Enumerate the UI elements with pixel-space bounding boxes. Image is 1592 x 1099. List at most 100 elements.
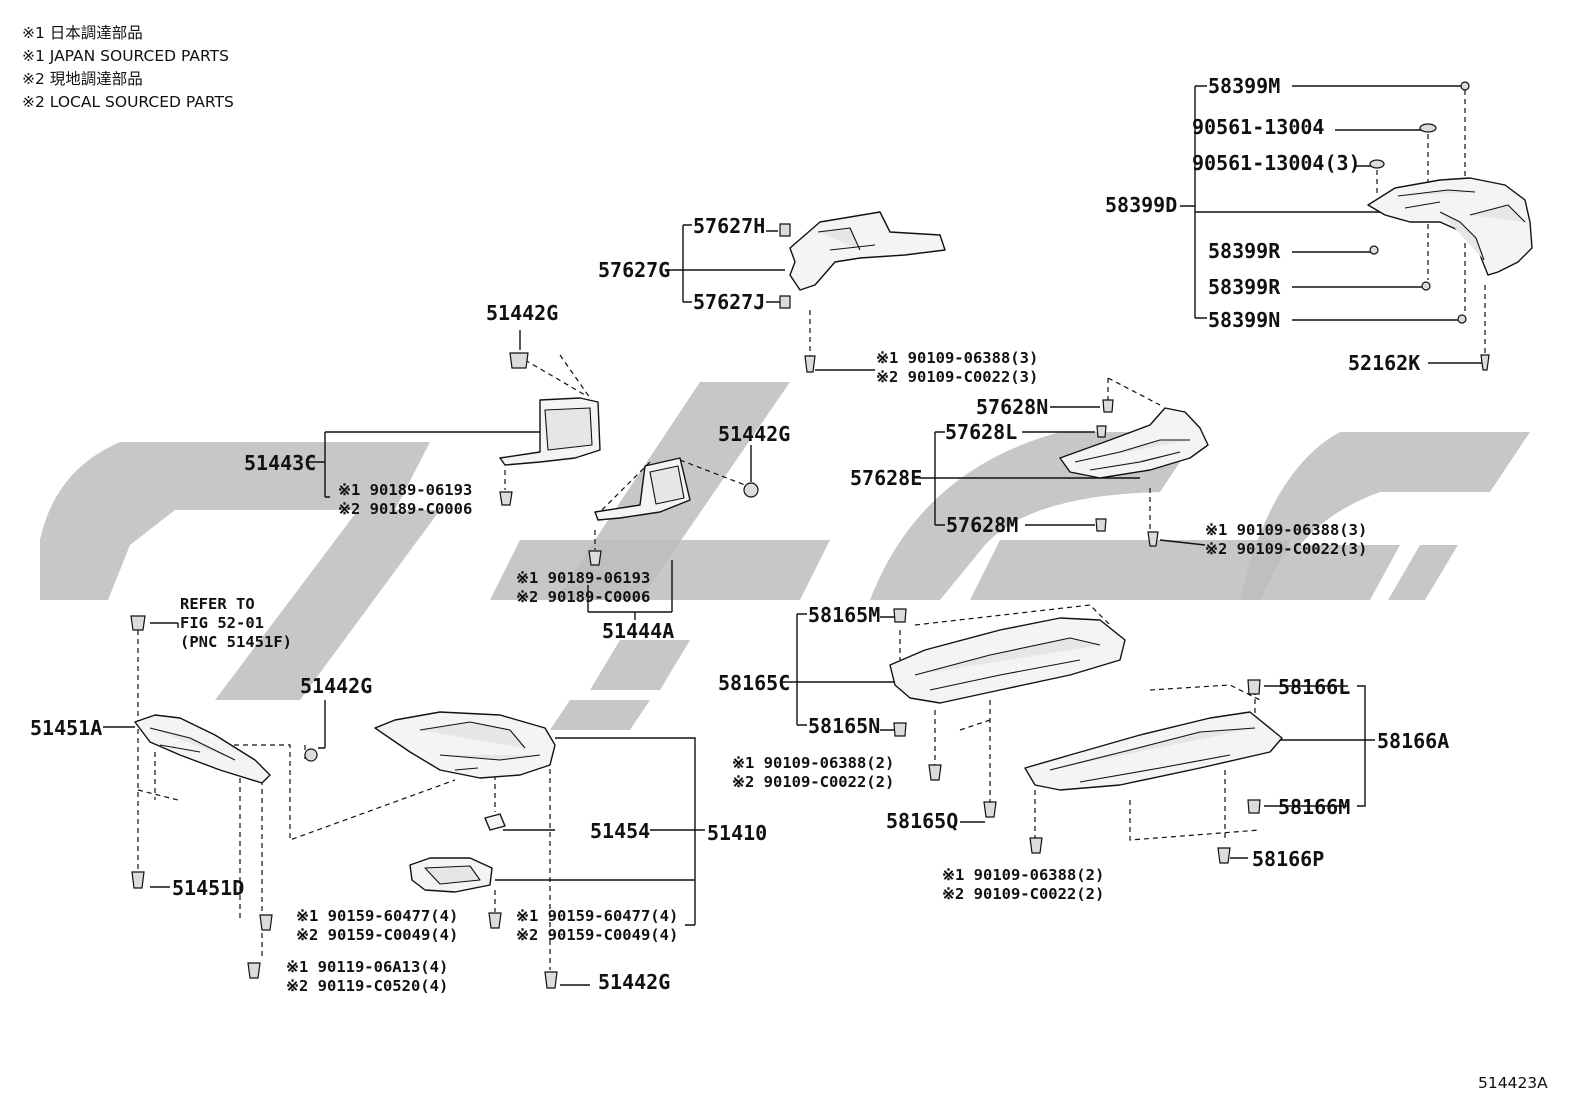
note-90109-C0022-d: ※2 90109-C0022(2): [942, 885, 1104, 903]
note-90109-C0022-c: ※2 90109-C0022(2): [732, 773, 894, 791]
bolt-90109-b: [1147, 531, 1159, 547]
clip-57627J: [779, 295, 791, 309]
label-58166P: 58166P: [1252, 847, 1324, 871]
clip-refer: [130, 615, 146, 631]
label-58165C: 58165C: [718, 671, 790, 695]
label-52162K: 52162K: [1348, 351, 1420, 375]
label-58399N: 58399N: [1208, 308, 1280, 332]
label-51410: 51410: [707, 821, 767, 845]
bolt-90109-d: [1029, 837, 1043, 854]
label-58399D: 58399D: [1105, 193, 1177, 217]
bolt-51442G-2: [743, 482, 759, 498]
note-90189-C0006-a: ※2 90189-C0006: [338, 500, 472, 518]
label-58166L: 58166L: [1278, 675, 1350, 699]
label-51454: 51454: [590, 819, 650, 843]
group-51410: 51454 51410 ※1 90159-60477(4) ※2 90159-C…: [374, 711, 767, 994]
label-51442G-3: 51442G: [300, 674, 372, 698]
bolt-90109-c: [928, 764, 942, 781]
label-51444A: 51444A: [602, 619, 674, 643]
legend-line-2: ※1 JAPAN SOURCED PARTS: [22, 47, 229, 65]
part-51410: [374, 711, 556, 779]
label-58165Q: 58165Q: [886, 809, 958, 833]
note-90109-06388-a: ※1 90109-06388(3): [876, 349, 1038, 367]
note-90119-06A13: ※1 90119-06A13(4): [286, 958, 448, 976]
nut-58399R-b: [1421, 281, 1431, 291]
group-58166: 58166L 58166A 58166M 58166P ※1 90109-063…: [942, 675, 1449, 903]
note-90109-C0022-a: ※2 90109-C0022(3): [876, 368, 1038, 386]
legend-line-4: ※2 LOCAL SOURCED PARTS: [22, 93, 234, 111]
group-57628: 57628N 57628L 57628E 57628M ※1 90109-063…: [850, 377, 1367, 558]
bolt-52162K: [1480, 354, 1490, 371]
clip-57627H: [779, 223, 791, 237]
group-57627: 57627H 57627G 57627J ※1 90109-06388(3) ※…: [598, 211, 1038, 386]
group-51443C: 51442G 51443C ※1 90189-06193 ※2 90189-C0…: [244, 301, 601, 518]
group-58165: 58165M 58165C 58165N ※1 90109-06388(2) ※…: [718, 603, 1126, 833]
clip-58165N: [893, 722, 907, 737]
bolt-51451D: [131, 871, 145, 889]
note-90119-C0520: ※2 90119-C0520(4): [286, 977, 448, 995]
bolt-90189-a: [499, 491, 513, 506]
label-51443C: 51443C: [244, 451, 316, 475]
nut-90561: [1419, 123, 1437, 133]
legend-line-3: ※2 現地調達部品: [22, 70, 143, 88]
note-90109-06388-d: ※1 90109-06388(2): [942, 866, 1104, 884]
bolt-90109-a: [804, 355, 816, 373]
label-51451D: 51451D: [172, 876, 244, 900]
watermark-logo: [40, 382, 1530, 730]
note-90189-06193-a: ※1 90189-06193: [338, 481, 472, 499]
bolt-90159-a: [259, 914, 273, 931]
note-90159-C0049-a: ※2 90159-C0049(4): [296, 926, 458, 944]
refer-line-1: REFER TO: [180, 595, 255, 613]
label-58399R-a: 58399R: [1208, 239, 1281, 263]
clip-57628L: [1096, 425, 1107, 438]
refer-line-3: (PNC 51451F): [180, 633, 292, 651]
clip-58399N: [1457, 314, 1467, 324]
label-57628E: 57628E: [850, 466, 922, 490]
bolt-51442G-3: [304, 748, 318, 762]
label-90561-13004: 90561-13004: [1192, 115, 1324, 139]
note-90109-06388-b: ※1 90109-06388(3): [1205, 521, 1367, 539]
note-90109-06388-c: ※1 90109-06388(2): [732, 754, 894, 772]
clip-58166L: [1247, 679, 1261, 695]
label-51442G-2: 51442G: [718, 422, 790, 446]
label-58166A: 58166A: [1377, 729, 1449, 753]
label-58399M: 58399M: [1208, 74, 1280, 98]
nut-90561-3: [1369, 159, 1385, 169]
bolt-90119: [247, 962, 261, 979]
legend-line-1: ※1 日本調達部品: [22, 24, 143, 42]
part-51454: [484, 813, 506, 831]
label-51451A: 51451A: [30, 716, 102, 740]
part-57627G: [789, 211, 946, 291]
group-58399: 58399M 90561-13004 90561-13004(3) 58399D…: [1105, 74, 1533, 375]
note-90159-60477-a: ※1 90159-60477(4): [296, 907, 458, 925]
part-58165C: [889, 617, 1126, 704]
clip-58165M: [893, 608, 907, 623]
label-57627H: 57627H: [693, 214, 765, 238]
note-90159-C0049-b: ※2 90159-C0049(4): [516, 926, 678, 944]
refer-line-2: FIG 52-01: [180, 614, 264, 632]
label-58165N: 58165N: [808, 714, 880, 738]
clip-58166M: [1247, 799, 1261, 814]
bolt-90189-b: [588, 550, 602, 566]
label-57628L: 57628L: [945, 420, 1017, 444]
part-58399D: [1367, 177, 1533, 276]
figure-id: 514423A: [1478, 1074, 1548, 1092]
note-90189-06193-b: ※1 90189-06193: [516, 569, 650, 587]
part-58166A: [1024, 711, 1283, 791]
bolt-90159-b: [488, 912, 502, 929]
label-57627J: 57627J: [693, 290, 765, 314]
label-58166M: 58166M: [1278, 795, 1350, 819]
bolt-58165Q: [983, 801, 997, 818]
part-51451A: [134, 714, 271, 784]
group-51444A: 51442G ※1 90189-06193 ※2 90189-C0006 514…: [516, 422, 790, 643]
group-51451: REFER TO FIG 52-01 (PNC 51451F) 51442G 5…: [30, 595, 458, 995]
bolt-51442G-4: [544, 971, 558, 989]
part-57628E: [1059, 407, 1209, 479]
clip-57628M: [1095, 518, 1107, 532]
label-51442G-4: 51442G: [598, 970, 670, 994]
label-57628M: 57628M: [946, 513, 1018, 537]
clip-57628N: [1102, 399, 1114, 413]
clip-58399M: [1460, 81, 1470, 91]
label-51442G-1: 51442G: [486, 301, 558, 325]
